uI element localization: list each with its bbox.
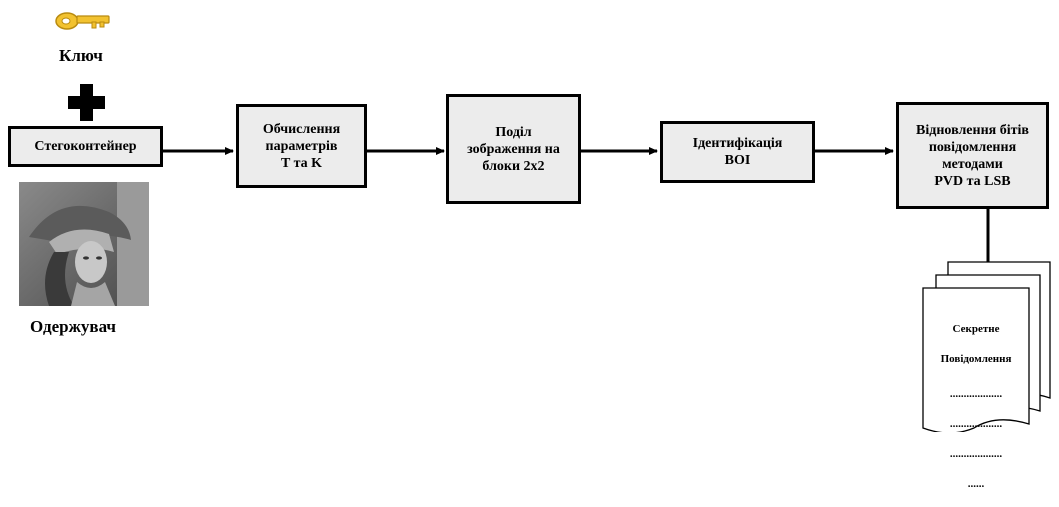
step-compute-parameters: Обчислення параметрів T та K [236, 104, 367, 188]
step-identify-boi: Ідентифікація BOI [660, 121, 815, 183]
document-dots-2: ................... [949, 418, 1003, 430]
document-stack [922, 261, 1051, 432]
document-dots-4: ...... [967, 478, 985, 490]
stego-image [19, 182, 149, 306]
diagram-graphics [55, 12, 1051, 432]
step-label: Обчислення параметрів T та K [262, 121, 341, 171]
document-dots-3: ................... [949, 448, 1003, 460]
step-label: Стегоконтейнер [34, 139, 137, 154]
document-title-line1: Секретне [952, 323, 1000, 335]
step-label: Відновлення бітів повідомлення методами … [916, 122, 1029, 189]
step-label: Ідентифікація BOI [692, 136, 783, 168]
step-split-blocks: Поділ зображення на блоки 2х2 [446, 94, 581, 204]
step-label: Поділ зображення на блоки 2х2 [467, 124, 560, 174]
key-label: Ключ [59, 46, 103, 65]
key-icon [55, 12, 110, 30]
step-recover-bits: Відновлення бітів повідомлення методами … [896, 102, 1049, 209]
document-title-line2: Повідомлення [940, 353, 1012, 365]
document-dots-1: ................... [949, 388, 1003, 400]
secret-message-document: Секретне Повідомлення ..................… [923, 307, 1029, 507]
plus-icon [68, 84, 105, 121]
step-stegocontainer: Стегоконтейнер [8, 126, 163, 167]
receiver-label: Одержувач [30, 317, 117, 336]
